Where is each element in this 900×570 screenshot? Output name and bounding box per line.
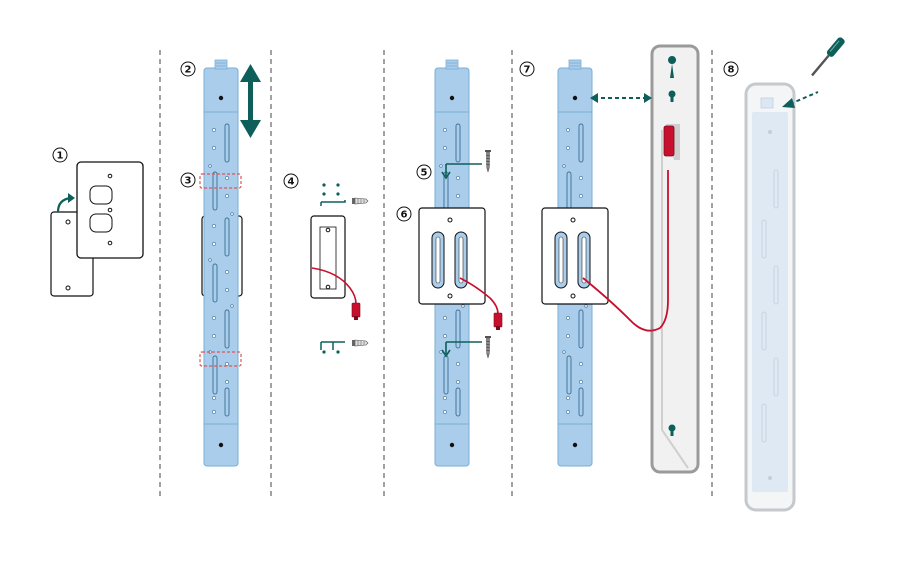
screw-arrow-bottom (441, 341, 482, 358)
screw-icon-bottom (484, 335, 492, 359)
step-4-number: 4 (288, 177, 295, 188)
step-3: 3 (180, 172, 242, 367)
step-2-number: 2 (185, 65, 192, 76)
cable-icon (311, 267, 361, 320)
curved-arrow-icon (56, 193, 75, 213)
step-2: 2 (180, 59, 261, 467)
cover-back-panel (650, 44, 700, 474)
dashed-arrow-step-8 (782, 91, 819, 108)
step-1: 1 (50, 147, 144, 297)
dashed-arrow-icon (590, 93, 652, 103)
step-7-number: 7 (524, 65, 531, 76)
double-arrow-icon (240, 64, 261, 138)
screwdriver-icon (811, 37, 845, 77)
step-7: 7 (519, 44, 700, 474)
cable-icon-step-7 (582, 125, 675, 332)
drill-mark-top (320, 183, 346, 206)
step-1-number: 1 (57, 151, 64, 162)
step-3-number: 3 (185, 176, 192, 187)
assembled-cover (744, 82, 796, 512)
step-6-number: 6 (401, 210, 408, 221)
marker-top (199, 173, 242, 189)
anchor-icon (351, 197, 369, 205)
anchor-icon-bottom (351, 339, 369, 347)
new-junction-box (310, 215, 346, 299)
step-5-number: 5 (421, 168, 428, 179)
step-6: 6 (396, 206, 503, 330)
screw-arrow-top (441, 163, 482, 180)
step-5: 5 (416, 59, 492, 467)
cable-plate (418, 207, 486, 305)
step-dividers (159, 50, 713, 500)
screw-icon (484, 149, 492, 173)
drill-mark-bottom (320, 341, 345, 354)
outlet-cover-plate-icon (76, 161, 144, 259)
mounting-rail (203, 59, 239, 467)
step-4: 4 (283, 173, 369, 354)
cable-icon-step-6 (459, 277, 503, 330)
step-8: 8 (723, 37, 845, 512)
step-8-number: 8 (728, 65, 735, 76)
marker-bottom (199, 351, 242, 367)
